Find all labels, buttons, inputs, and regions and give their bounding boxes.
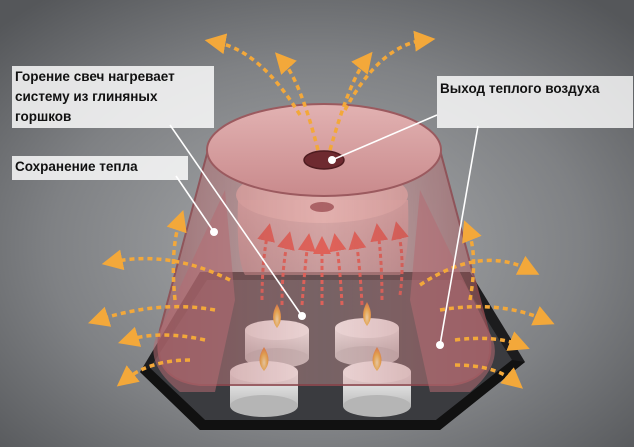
warm-air-exit-label: Выход теплого воздуха [437, 76, 633, 128]
warm-air-exit-text: Выход теплого воздуха [440, 81, 600, 96]
leader-lines [169, 114, 479, 346]
warm-air-arrows [88, 30, 555, 389]
heat-retention-label: Сохранение тепла [12, 156, 188, 180]
outer-clay-pot [153, 103, 495, 392]
heating-label: Горение свеч нагревает систему из глинян… [12, 66, 214, 128]
leader-dots [210, 156, 444, 349]
